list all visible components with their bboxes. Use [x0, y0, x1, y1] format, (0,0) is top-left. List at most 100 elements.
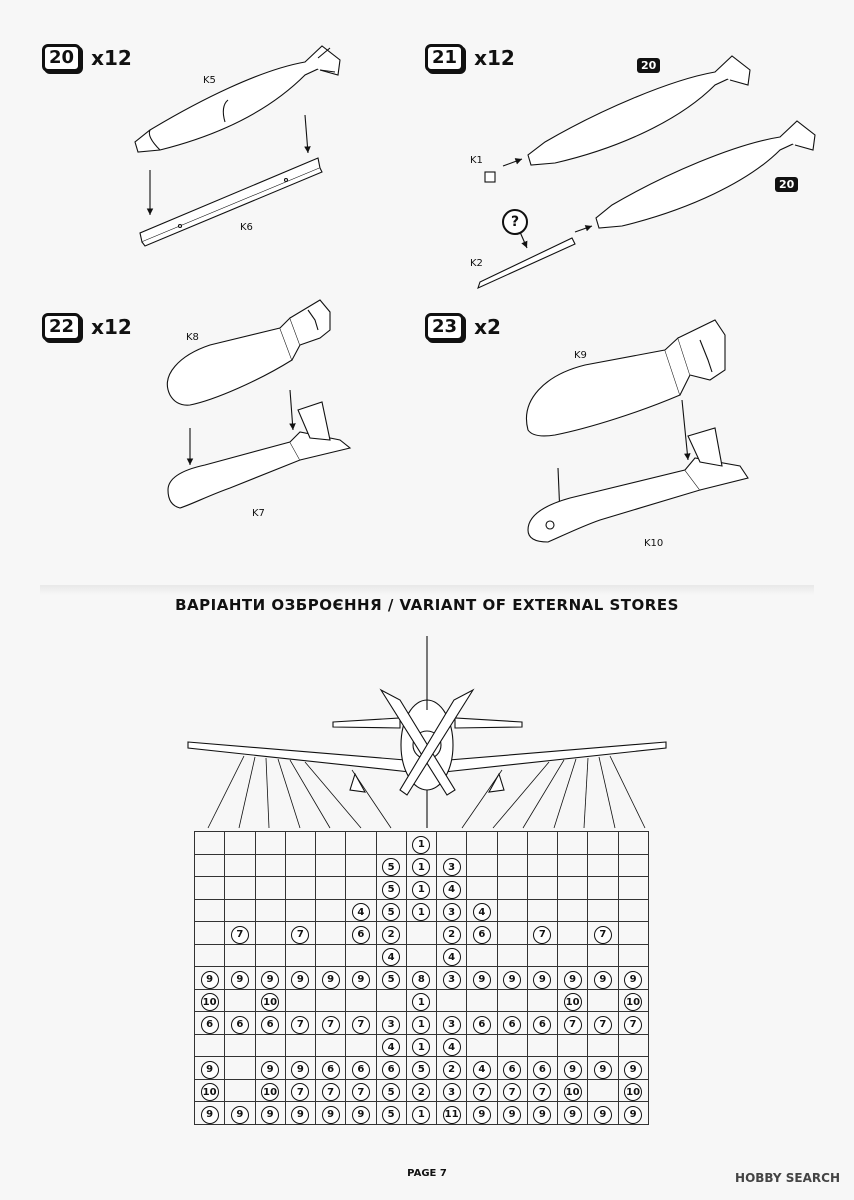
store-number-badge: 9: [200, 1105, 219, 1124]
table-cell: 10: [254, 988, 286, 1012]
table-cell: 7: [526, 1078, 559, 1102]
store-number-badge: 9: [351, 970, 370, 989]
step-20-header: 20 x12: [42, 44, 132, 72]
table-cell: [284, 943, 317, 967]
table-cell: [193, 921, 226, 945]
table-cell: [224, 1033, 256, 1057]
store-number-badge: 5: [382, 970, 401, 989]
store-number-badge: 4: [351, 903, 370, 921]
table-cell: [496, 831, 528, 855]
table-cell: 6: [496, 1056, 528, 1080]
table-cell: [526, 898, 559, 922]
table-cell: 9: [284, 966, 317, 990]
table-cell: 9: [224, 1101, 256, 1125]
table-cell: 9: [587, 1056, 619, 1080]
table-cell: 9: [587, 966, 619, 990]
store-number-badge: 10: [261, 993, 280, 1011]
table-cell: [224, 943, 256, 967]
table-cell: [314, 876, 347, 900]
table-cell: 4: [435, 876, 468, 900]
table-cell: 5: [375, 1101, 407, 1125]
table-cell: 2: [405, 1078, 438, 1102]
table-cell: 5: [375, 876, 407, 900]
section-divider: [40, 585, 814, 595]
store-number-badge: 7: [563, 1015, 582, 1034]
table-cell: 9: [314, 1101, 347, 1125]
table-cell: [556, 853, 589, 877]
store-number-badge: 7: [321, 1083, 340, 1101]
table-cell: 7: [496, 1078, 528, 1102]
store-number-badge: 5: [382, 1105, 401, 1124]
table-cell: [254, 876, 286, 900]
part-label-k5: K5: [203, 75, 216, 86]
store-number-badge: 9: [321, 970, 340, 989]
table-cell: 5: [375, 898, 407, 922]
table-cell: [405, 921, 438, 945]
table-cell: [345, 1033, 377, 1057]
table-cell: [314, 853, 347, 877]
table-cell: [587, 988, 619, 1012]
table-cell: [375, 831, 407, 855]
table-cell: 6: [375, 1056, 407, 1080]
store-number-badge: 9: [200, 1060, 219, 1079]
table-cell: [587, 943, 619, 967]
table-cell: 5: [375, 853, 407, 877]
table-cell: 11: [435, 1101, 468, 1125]
table-cell: [345, 853, 377, 877]
table-cell: 4: [345, 898, 377, 922]
table-cell: [224, 1078, 256, 1102]
table-cell: 9: [254, 1056, 286, 1080]
table-cell: [224, 853, 256, 877]
store-number-badge: 6: [200, 1015, 219, 1034]
table-cell: 10: [556, 988, 589, 1012]
store-number-badge: 7: [472, 1083, 491, 1101]
step-number: 20: [42, 44, 82, 72]
table-cell: [193, 876, 226, 900]
store-number-badge: 11: [442, 1105, 461, 1124]
table-cell: 7: [587, 1011, 619, 1035]
table-cell: 3: [375, 1011, 407, 1035]
store-number-badge: 9: [624, 1105, 643, 1124]
table-cell: [556, 876, 589, 900]
table-cell: 6: [193, 1011, 226, 1035]
step-number: 21: [425, 44, 465, 72]
part-label-k2: K2: [470, 258, 483, 269]
store-number-badge: 9: [321, 1105, 340, 1124]
table-cell: 9: [587, 1101, 619, 1125]
store-number-badge: 9: [200, 970, 219, 989]
table-cell: 6: [526, 1056, 559, 1080]
store-number-badge: 9: [624, 1060, 643, 1079]
table-cell: 9: [556, 1101, 589, 1125]
section-title: ВАРІАНТИ ОЗБРОЄННЯ / VARIANT OF EXTERNAL…: [175, 596, 679, 614]
store-number-badge: 7: [593, 1015, 612, 1034]
table-cell: 3: [435, 1011, 468, 1035]
store-number-badge: 7: [503, 1083, 522, 1101]
store-number-badge: 9: [230, 1105, 249, 1124]
store-number-badge: 2: [382, 925, 401, 944]
store-number-badge: 9: [261, 970, 280, 989]
question-icon: ?: [502, 209, 528, 235]
table-cell: [224, 898, 256, 922]
table-cell: 1: [405, 1011, 438, 1035]
reference-badge: 20: [637, 58, 661, 73]
store-number-badge: 10: [261, 1083, 280, 1101]
table-cell: 9: [496, 966, 528, 990]
table-cell: [224, 988, 256, 1012]
table-cell: 9: [526, 966, 559, 990]
table-cell: 6: [345, 921, 377, 945]
table-cell: 9: [254, 966, 286, 990]
table-cell: 3: [435, 966, 468, 990]
step-23-header: 23 x2: [425, 313, 501, 341]
step-number: 23: [425, 313, 465, 341]
table-cell: [254, 831, 286, 855]
table-cell: [254, 853, 286, 877]
table-row: 1: [193, 831, 649, 855]
table-cell: 9: [193, 1056, 226, 1080]
store-number-badge: 7: [291, 1083, 310, 1101]
table-cell: [496, 853, 528, 877]
